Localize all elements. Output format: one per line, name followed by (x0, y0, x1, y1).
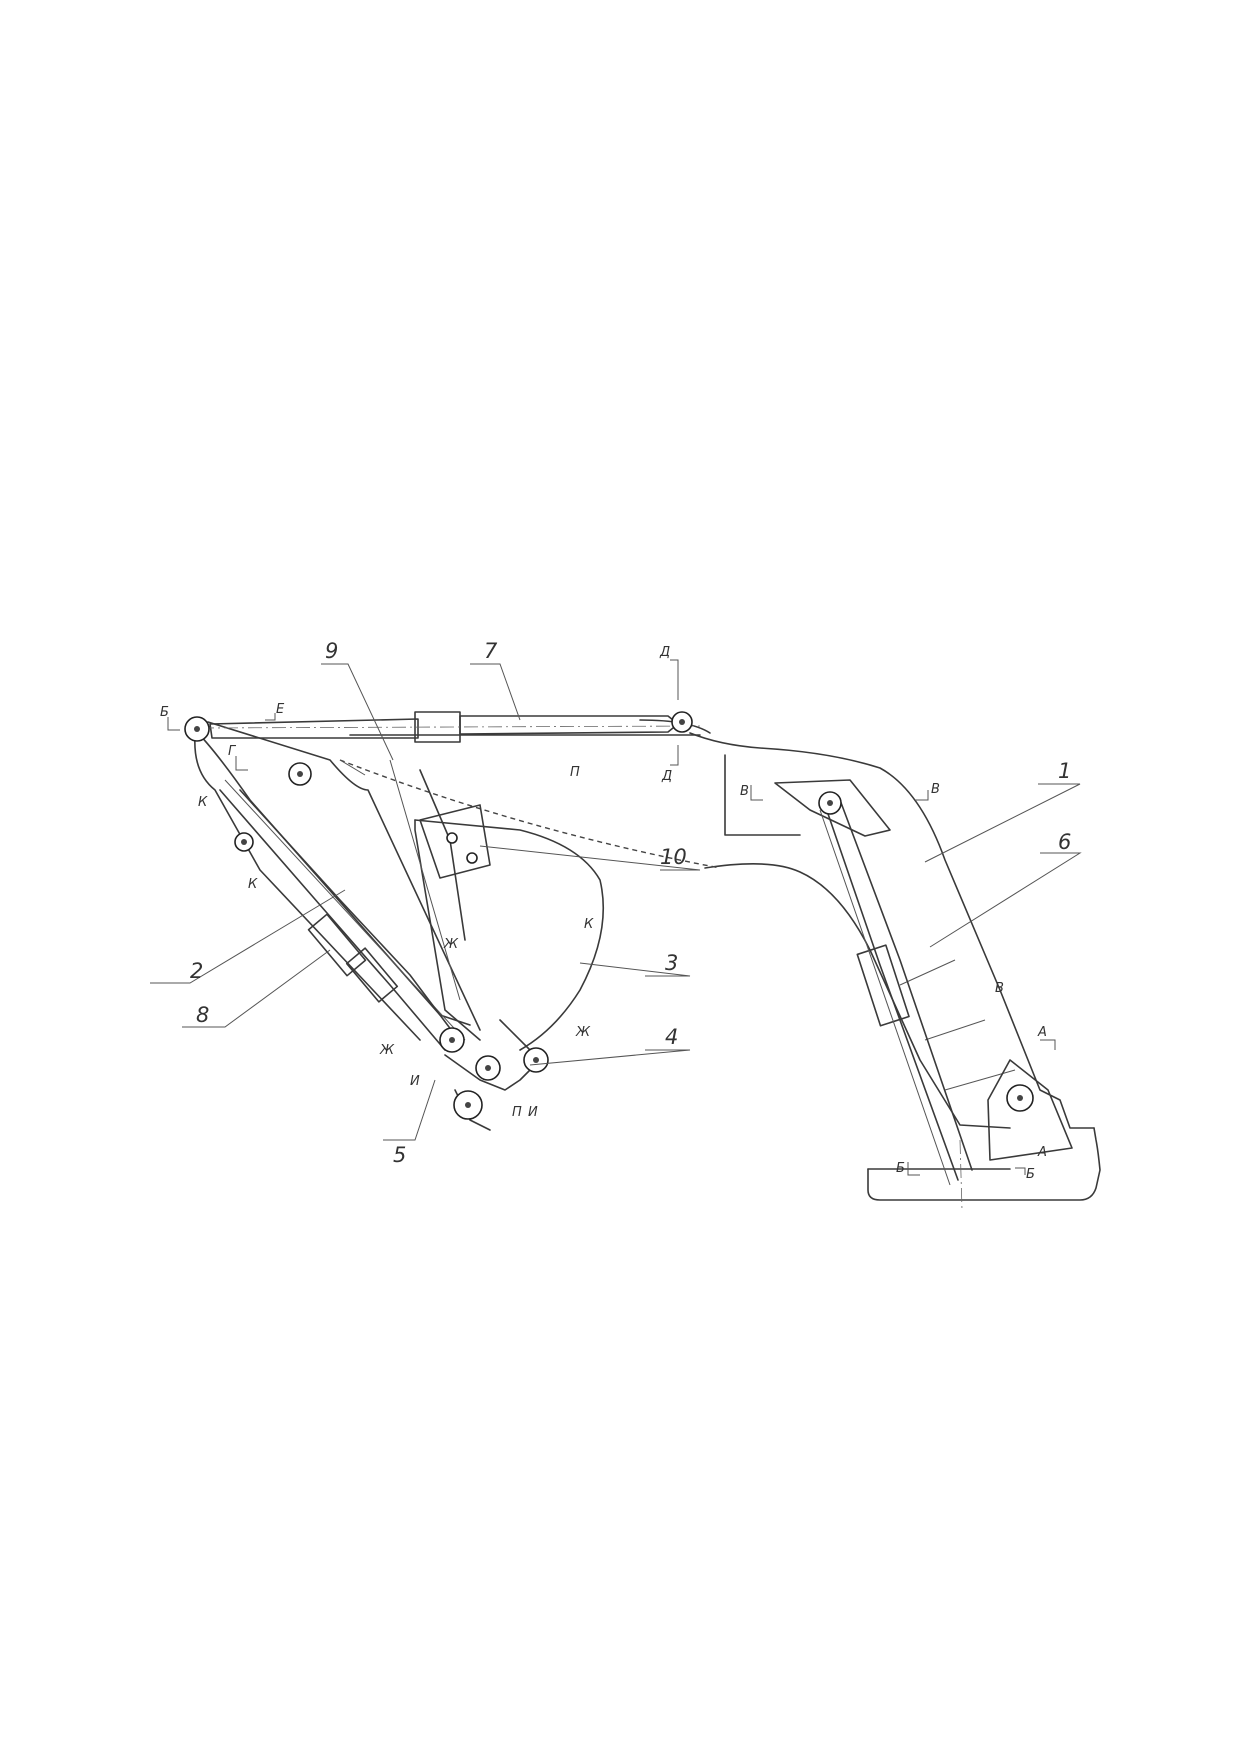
section-P: П (570, 765, 580, 780)
callout-2: 2 (190, 959, 203, 983)
section-K-mid: К (248, 877, 258, 892)
callout-8: 8 (196, 1003, 209, 1027)
section-A-bottom: А (1037, 1145, 1047, 1160)
section-V-left: В (740, 784, 749, 799)
boom-cylinder (819, 799, 973, 1211)
callout-3: 3 (665, 951, 678, 975)
callout-7: 7 (484, 639, 498, 663)
section-Zh-right: Ж (575, 1025, 591, 1040)
section-B-bottom-right: Б (1026, 1167, 1035, 1182)
pin-boom-mid (818, 791, 842, 815)
pin-bucket-tip (453, 1090, 483, 1120)
section-D-top: Д (659, 645, 670, 660)
section-I-right: И (528, 1105, 538, 1120)
callout-1: 1 (1058, 759, 1071, 783)
pin-bucket-cyl-top (234, 832, 254, 852)
callout-5: 5 (393, 1143, 406, 1167)
pin-joints (184, 711, 1034, 1120)
callout-6: 6 (1058, 830, 1071, 854)
base-mount (867, 1127, 1101, 1201)
section-V-right: В (931, 782, 940, 797)
bucket-cylinder (219, 789, 456, 1051)
pin-stick-top (184, 716, 210, 742)
section-E: Е (276, 702, 285, 717)
section-B-mid: В (995, 981, 1004, 996)
callout-10: 10 (660, 845, 687, 869)
section-B-left: Б (160, 705, 169, 720)
section-K-right: К (584, 917, 594, 932)
section-G: Г (228, 744, 237, 759)
section-B-bottom-left: Б (896, 1161, 905, 1176)
pin-boom-foot (1006, 1084, 1034, 1112)
section-P-bottom: П (512, 1105, 522, 1120)
pin-cyl-head (671, 711, 693, 733)
pin-stick-low-a (439, 1027, 465, 1053)
link-plate (419, 804, 491, 879)
callout-numbers: 1 2 3 4 5 6 7 8 9 10 (190, 639, 1071, 1167)
callout-leaders (150, 663, 1082, 1141)
section-D-bottom: Д (661, 769, 672, 784)
pin-bucket-hinge (523, 1047, 549, 1073)
section-K-top: К (198, 795, 208, 810)
section-I-left: И (410, 1074, 420, 1089)
pin-stick-upper (288, 762, 312, 786)
section-marks: Б Е Г Д Д П В В К К К Ж Ж Ж И И П В А А … (160, 645, 1056, 1182)
callout-4: 4 (665, 1025, 678, 1049)
stick-cylinder (199, 711, 701, 743)
section-A-top: А (1037, 1025, 1047, 1040)
callout-9: 9 (325, 639, 338, 663)
bucket (414, 769, 605, 1051)
section-Zh-mid: Ж (443, 937, 459, 952)
pin-stick-low-b (475, 1055, 501, 1081)
section-Zh-left: Ж (379, 1043, 395, 1058)
